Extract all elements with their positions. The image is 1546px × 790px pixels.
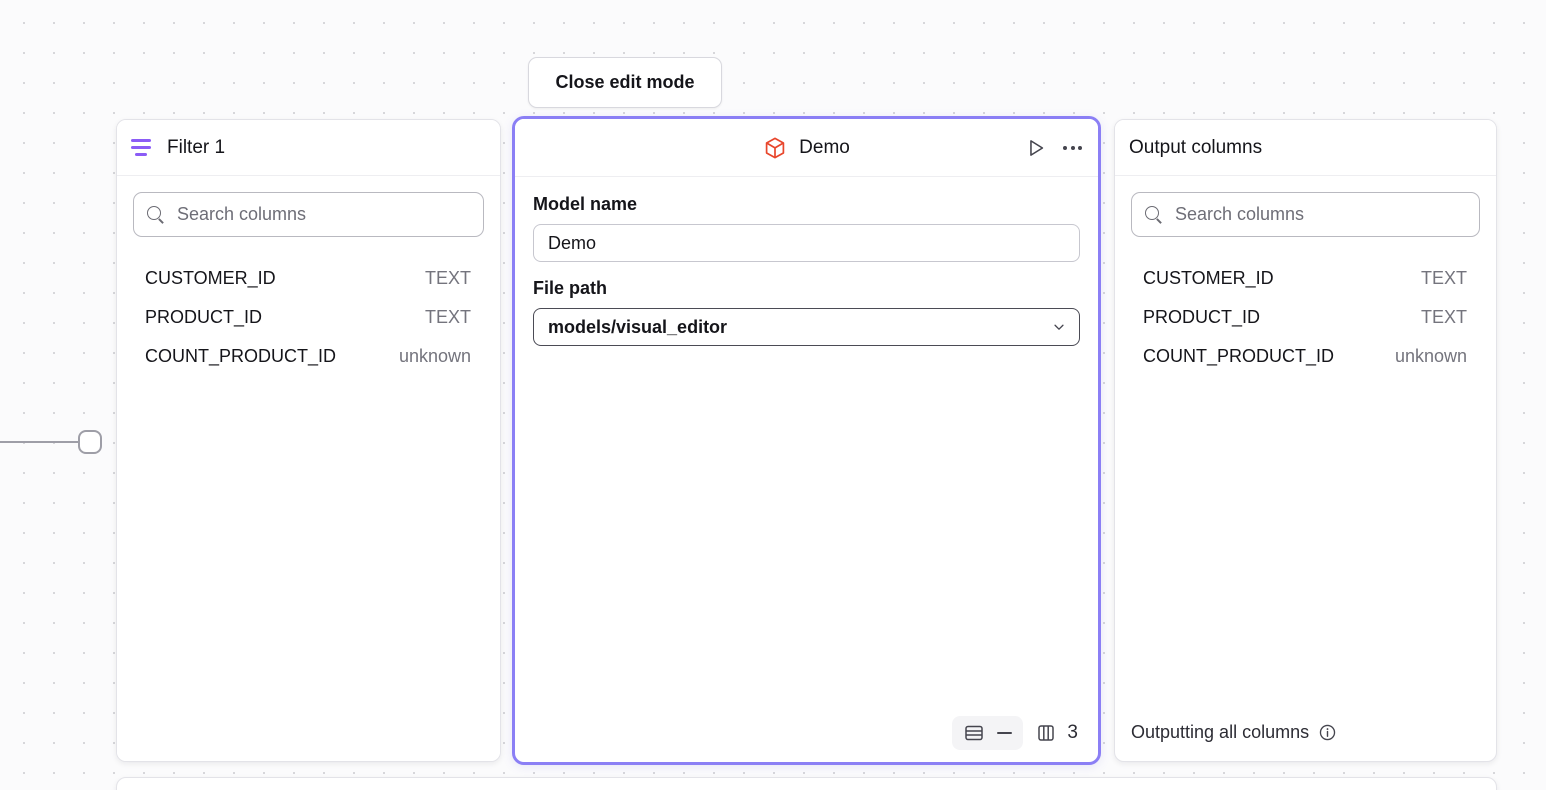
outputting-all-columns-label: Outputting all columns xyxy=(1131,721,1310,742)
bottom-partial-node[interactable] xyxy=(116,777,1497,790)
table-row[interactable]: PRODUCT_ID TEXT xyxy=(133,298,484,337)
column-name: PRODUCT_ID xyxy=(145,307,263,327)
cube-icon xyxy=(765,137,785,158)
file-path-value: models/visual_editor xyxy=(548,316,728,337)
connection-edge xyxy=(0,441,80,443)
filter-search-input[interactable]: Search columns xyxy=(133,192,484,237)
table-row[interactable]: CUSTOMER_ID TEXT xyxy=(133,259,484,298)
filter-node-body: Search columns CUSTOMER_ID TEXT PRODUCT_… xyxy=(117,176,500,761)
close-edit-mode-button[interactable]: Close edit mode xyxy=(528,57,722,108)
column-count-group[interactable]: 3 xyxy=(1035,722,1082,744)
filter-node-header: Filter 1 xyxy=(117,120,500,176)
row-count-chip[interactable] xyxy=(952,716,1024,750)
output-search-input[interactable]: Search columns xyxy=(1131,192,1480,237)
column-type: TEXT xyxy=(1420,307,1467,327)
columns-icon xyxy=(1038,725,1055,741)
connection-handle[interactable] xyxy=(78,430,102,454)
column-type: TEXT xyxy=(424,268,471,288)
model-node-body: Model name Demo File path models/visual_… xyxy=(515,177,1098,710)
column-name: CUSTOMER_ID xyxy=(1143,268,1274,288)
info-icon[interactable] xyxy=(1318,723,1337,742)
table-row[interactable]: CUSTOMER_ID TEXT xyxy=(1131,259,1480,298)
search-icon xyxy=(1144,205,1163,224)
table-row[interactable]: COUNT_PRODUCT_ID unknown xyxy=(133,337,484,376)
chevron-down-icon xyxy=(1054,324,1064,330)
filter-node-title: Filter 1 xyxy=(167,136,226,158)
model-name-input[interactable]: Demo xyxy=(533,224,1080,262)
rows-icon xyxy=(965,725,984,741)
output-search-placeholder: Search columns xyxy=(1175,204,1305,224)
output-node-footer: Outputting all columns xyxy=(1115,703,1496,761)
search-icon xyxy=(146,205,165,224)
column-type: TEXT xyxy=(424,307,471,327)
play-icon[interactable] xyxy=(1025,137,1047,159)
model-node-header: Demo xyxy=(515,119,1098,177)
filter-node[interactable]: Filter 1 Search columns CUSTOMER_ID TEXT… xyxy=(116,119,501,762)
table-row[interactable]: PRODUCT_ID TEXT xyxy=(1131,298,1480,337)
model-node-title: Demo xyxy=(799,136,850,158)
file-path-label: File path xyxy=(533,278,608,298)
column-type: TEXT xyxy=(1420,268,1467,288)
more-options-icon[interactable] xyxy=(1061,142,1084,154)
column-count-value: 3 xyxy=(1067,722,1078,743)
output-columns-node[interactable]: Output columns Search columns CUSTOMER_I… xyxy=(1114,119,1497,762)
model-node[interactable]: Demo Model name Demo File path models/vi… xyxy=(512,116,1101,765)
column-name: CUSTOMER_ID xyxy=(145,268,276,288)
row-count-value xyxy=(997,731,1013,735)
output-node-header: Output columns xyxy=(1115,120,1496,176)
table-row[interactable]: COUNT_PRODUCT_ID unknown xyxy=(1131,337,1480,376)
output-node-title: Output columns xyxy=(1129,136,1263,158)
column-name: COUNT_PRODUCT_ID xyxy=(1143,346,1335,366)
column-type: unknown xyxy=(398,346,471,366)
file-path-select[interactable]: models/visual_editor xyxy=(533,308,1080,346)
column-type: unknown xyxy=(1394,346,1467,366)
column-name: COUNT_PRODUCT_ID xyxy=(145,346,337,366)
model-node-footer: 3 xyxy=(515,710,1098,762)
filter-search-placeholder: Search columns xyxy=(177,204,307,224)
model-name-label: Model name xyxy=(533,194,638,214)
filter-icon xyxy=(131,137,153,159)
output-node-body: Search columns CUSTOMER_ID TEXT PRODUCT_… xyxy=(1115,176,1496,703)
column-name: PRODUCT_ID xyxy=(1143,307,1261,327)
